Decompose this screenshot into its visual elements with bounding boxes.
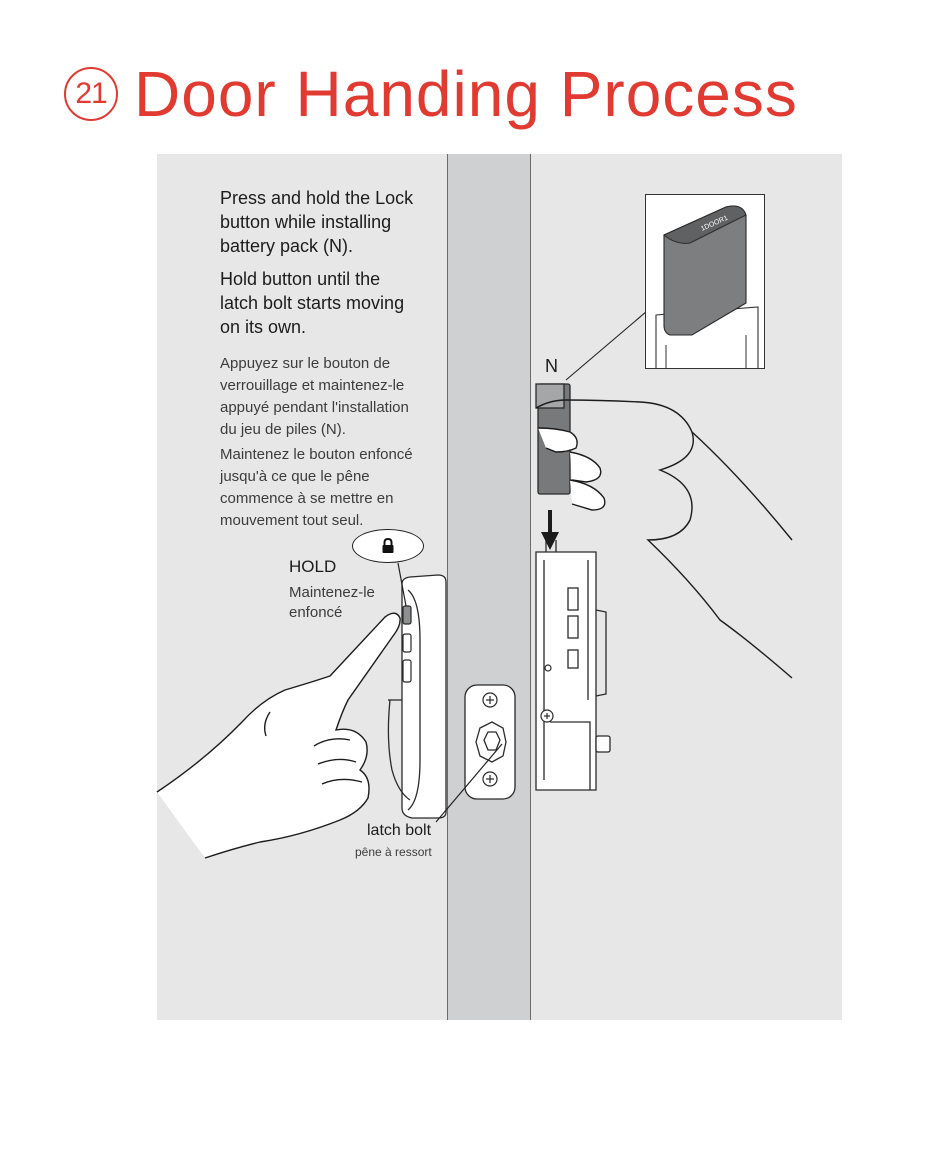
hold-label: HOLD xyxy=(289,557,337,576)
battery-pack-label: N xyxy=(545,356,558,376)
lock-button-callout xyxy=(352,529,424,563)
step-number-badge: 21 xyxy=(64,67,118,121)
instruction-en-2: Hold button until the latch bolt starts … xyxy=(220,269,405,337)
latch-bolt-label-french: pêne à ressort xyxy=(355,845,432,859)
instructions-french: Appuyez sur le bouton de verrouillage et… xyxy=(220,353,440,535)
left-hand xyxy=(156,612,401,859)
right-hand xyxy=(535,399,793,679)
latch-callout-line xyxy=(435,743,503,823)
strike-plate xyxy=(464,684,516,800)
lock-icon xyxy=(382,538,394,553)
latch-bolt-label: latch bolt xyxy=(367,822,432,839)
arrow-down-icon xyxy=(541,510,559,550)
inset-callout-line xyxy=(565,299,661,381)
instruction-fr-1: Appuyez sur le bouton de verrouillage et… xyxy=(220,355,409,438)
battery-pack-detail: 1DOOR1 xyxy=(663,205,747,336)
battery-detail-drawing: 1DOOR1 xyxy=(655,205,759,368)
page-title: Door Handing Process xyxy=(134,58,798,130)
screw-icon xyxy=(482,692,498,787)
page-header: 21 Door Handing Process xyxy=(64,56,798,132)
illustration-panel xyxy=(157,154,842,1020)
door-edge xyxy=(447,154,531,1020)
instruction-en-1: Press and hold the Lock button while ins… xyxy=(220,188,414,256)
battery-compartment xyxy=(535,540,611,791)
lock-buttons[interactable] xyxy=(402,605,412,683)
hold-label-french: Maintenez-le enfoncé xyxy=(289,584,375,621)
lock-callout-line xyxy=(397,562,407,607)
instruction-fr-2: Maintenez le bouton enfoncé jusqu'à ce q… xyxy=(220,446,413,529)
interior-lock-body xyxy=(387,574,447,819)
instructions-english: Press and hold the Lock button while ins… xyxy=(220,186,450,348)
screw-icon xyxy=(540,664,554,723)
battery-detail-inset: 1DOOR1 xyxy=(645,194,765,369)
